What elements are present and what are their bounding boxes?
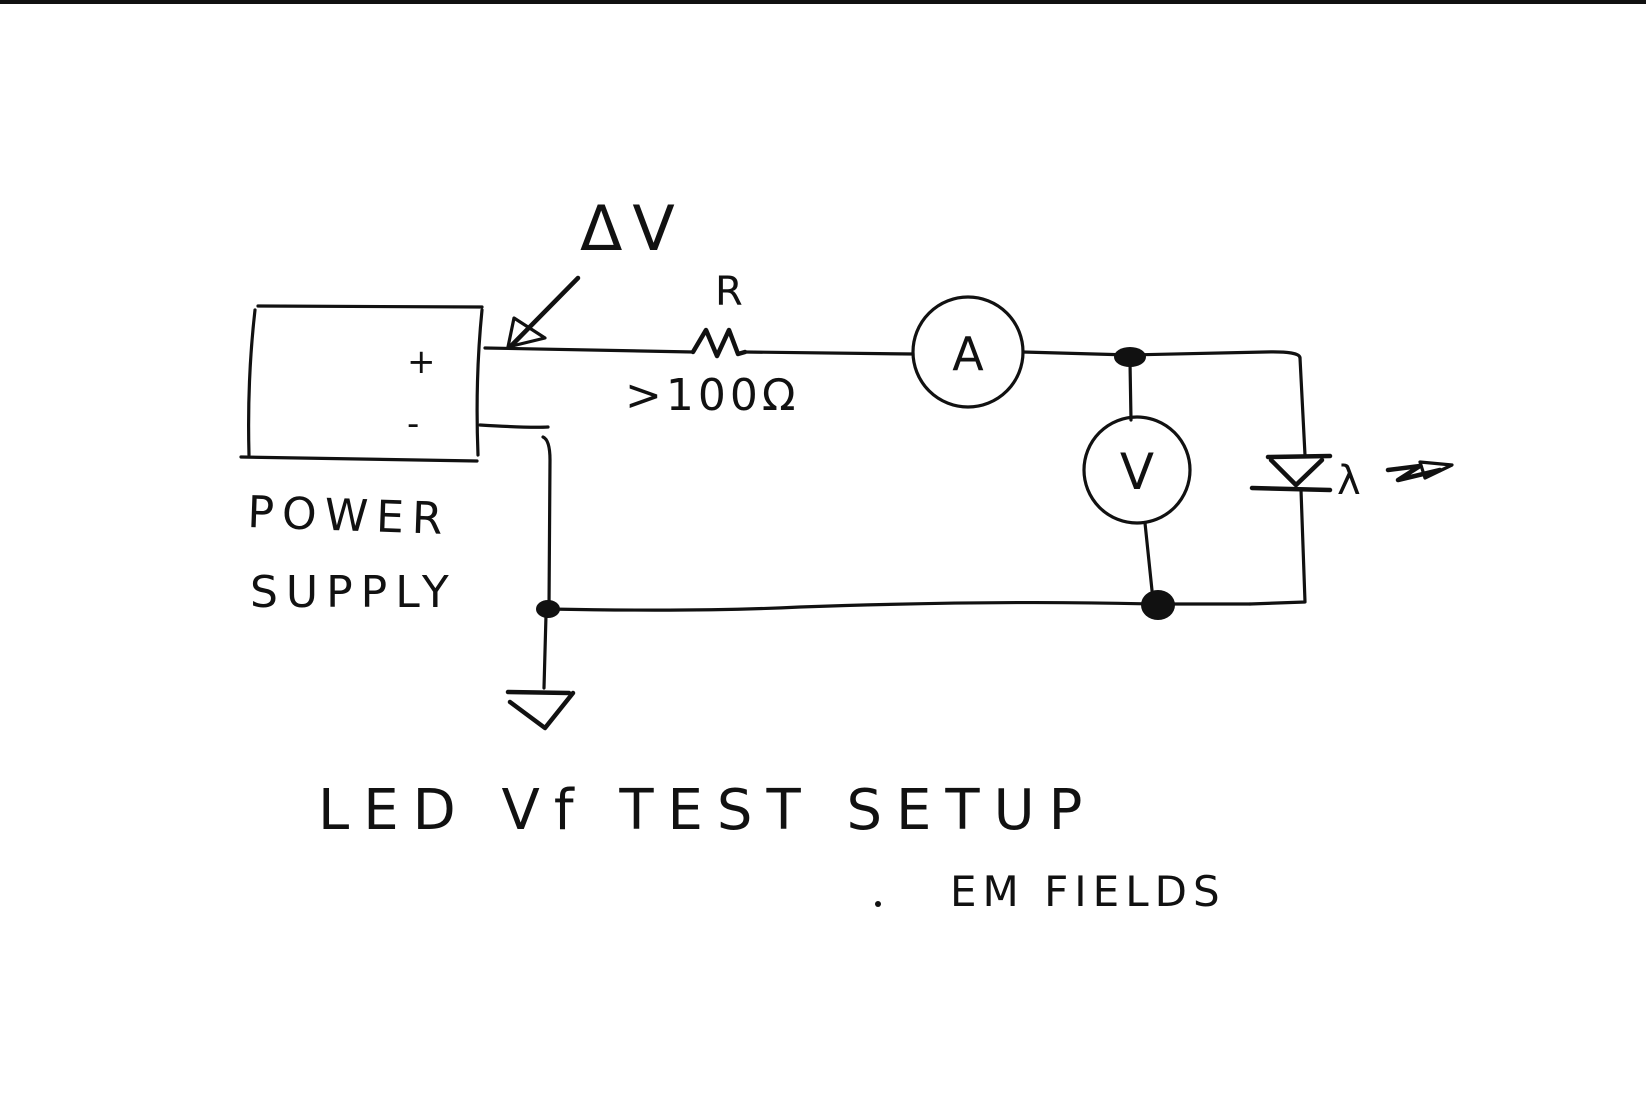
wire-to-led-anode — [1298, 356, 1307, 457]
power-supply-box-top — [256, 304, 484, 309]
delta-v-label: ΔV — [580, 192, 685, 265]
wire-ammeter-to-led — [1021, 350, 1302, 360]
power-supply-box-right — [475, 308, 484, 457]
wire-ps-minus — [478, 423, 550, 429]
wire-minus-down — [541, 435, 552, 610]
delta-v-arrow-head — [506, 316, 547, 349]
led-cathode-bar — [1249, 485, 1333, 493]
voltmeter-circle — [1082, 415, 1192, 525]
ground-junction-dot — [536, 600, 560, 618]
ground-bar — [505, 689, 572, 696]
minus-terminal-label: - — [407, 404, 419, 444]
wire-to-ground — [542, 613, 548, 690]
diagram-title: LED Vf TEST SETUP — [318, 778, 1096, 843]
plus-terminal-label: + — [407, 342, 436, 382]
delta-v-arrow-shaft — [507, 275, 581, 350]
top-junction-dot — [1114, 347, 1146, 367]
led-triangle — [1268, 457, 1325, 488]
wire-led-cathode-to-bottom — [1248, 488, 1307, 606]
voltmeter-symbol: V — [1120, 443, 1154, 501]
resistor-zigzag — [690, 327, 748, 359]
scan-top-edge — [0, 0, 1646, 4]
wire-ps-plus-to-resistor — [483, 346, 695, 354]
led: λ — [1249, 453, 1454, 504]
led-wavelength-label: λ — [1337, 458, 1361, 504]
light-emission-arrow — [1385, 463, 1443, 483]
power-supply-box-bottom — [239, 455, 479, 463]
stray-dot — [875, 901, 881, 907]
ammeter-symbol: A — [952, 327, 984, 381]
wire-junction-to-voltmeter — [1128, 360, 1133, 422]
led-top-bar — [1265, 453, 1333, 460]
delta-v-annotation: ΔV — [506, 192, 685, 350]
wire-resistor-to-ammeter — [743, 350, 915, 356]
wire-voltmeter-to-bottom — [1143, 521, 1155, 602]
light-emission-arrowhead — [1418, 460, 1454, 480]
resistor: R >100Ω — [625, 269, 799, 421]
power-supply-box-left — [247, 308, 257, 457]
ground-triangle — [507, 690, 576, 731]
resistor-label: R — [715, 269, 743, 315]
power-supply: + - POWER SUPPLY — [239, 304, 484, 618]
wire-bottom-return — [546, 600, 1252, 612]
bottom-junction-dot — [1141, 590, 1175, 620]
voltmeter: V — [1082, 415, 1192, 525]
power-supply-label-line1: POWER — [247, 487, 452, 545]
ground-symbol — [505, 689, 576, 731]
resistor-value: >100Ω — [625, 370, 799, 421]
diagram-subtitle: EM FIELDS — [950, 867, 1226, 916]
power-supply-label-line2: SUPPLY — [250, 567, 457, 618]
ammeter: A — [911, 295, 1025, 409]
